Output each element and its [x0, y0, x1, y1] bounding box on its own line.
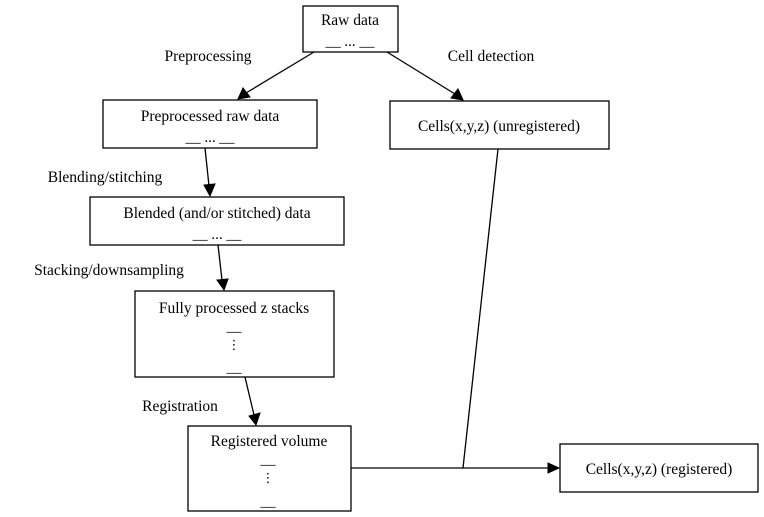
- node-registered-volume-glyph-bottom: __: [260, 494, 277, 510]
- edge-preprocessing: Preprocessing: [165, 48, 315, 100]
- node-raw-data: Raw data __ ... __: [302, 5, 399, 53]
- edge-to-cells-registered: [351, 462, 561, 474]
- node-preprocessed: Preprocessed raw data __ ... __: [102, 99, 318, 149]
- node-registered-volume-glyph-mid: ⋮: [262, 471, 275, 486]
- edge-stacking: Stacking/downsampling: [34, 244, 229, 292]
- node-cells-unregistered-label: Cells(x,y,z) (unregistered): [418, 118, 580, 135]
- node-blended-glyph: __ ... __: [192, 227, 242, 243]
- edge-cells-merge: [462, 148, 499, 469]
- node-registered-volume-label: Registered volume: [211, 433, 328, 450]
- node-z-stacks-glyph-top: __: [226, 319, 243, 335]
- edge-cell-detection: Cell detection: [386, 48, 535, 101]
- node-z-stacks-glyph-mid: ⋮: [228, 338, 241, 353]
- node-cells-unregistered: Cells(x,y,z) (unregistered): [389, 100, 610, 150]
- node-blended-label: Blended (and/or stitched) data: [123, 205, 310, 222]
- node-registered-volume-glyph-top: __: [260, 452, 277, 468]
- node-preprocessed-glyph: __ ... __: [185, 130, 235, 146]
- node-z-stacks: Fully processed z stacks __ ⋮ __: [134, 290, 335, 378]
- node-blended: Blended (and/or stitched) data __ ... __: [89, 196, 345, 246]
- edge-preprocessing-label: Preprocessing: [165, 48, 252, 65]
- node-preprocessed-label: Preprocessed raw data: [141, 108, 280, 125]
- node-cells-registered: Cells(x,y,z) (registered): [559, 443, 759, 493]
- edge-blending: Blending/stitching: [48, 147, 216, 198]
- node-registered-volume: Registered volume __ ⋮ __: [187, 425, 352, 512]
- node-raw-data-label: Raw data: [321, 12, 379, 29]
- node-cells-registered-label: Cells(x,y,z) (registered): [586, 461, 733, 478]
- edge-cell-detection-label: Cell detection: [448, 48, 535, 65]
- edge-stacking-label: Stacking/downsampling: [34, 262, 184, 279]
- edge-registration-label: Registration: [142, 398, 218, 415]
- edge-registration: Registration: [142, 376, 261, 427]
- edge-blending-label: Blending/stitching: [48, 169, 163, 186]
- node-z-stacks-glyph-bottom: __: [226, 360, 243, 376]
- node-z-stacks-label: Fully processed z stacks: [159, 300, 309, 317]
- node-raw-data-glyph: __ ... __: [325, 34, 375, 50]
